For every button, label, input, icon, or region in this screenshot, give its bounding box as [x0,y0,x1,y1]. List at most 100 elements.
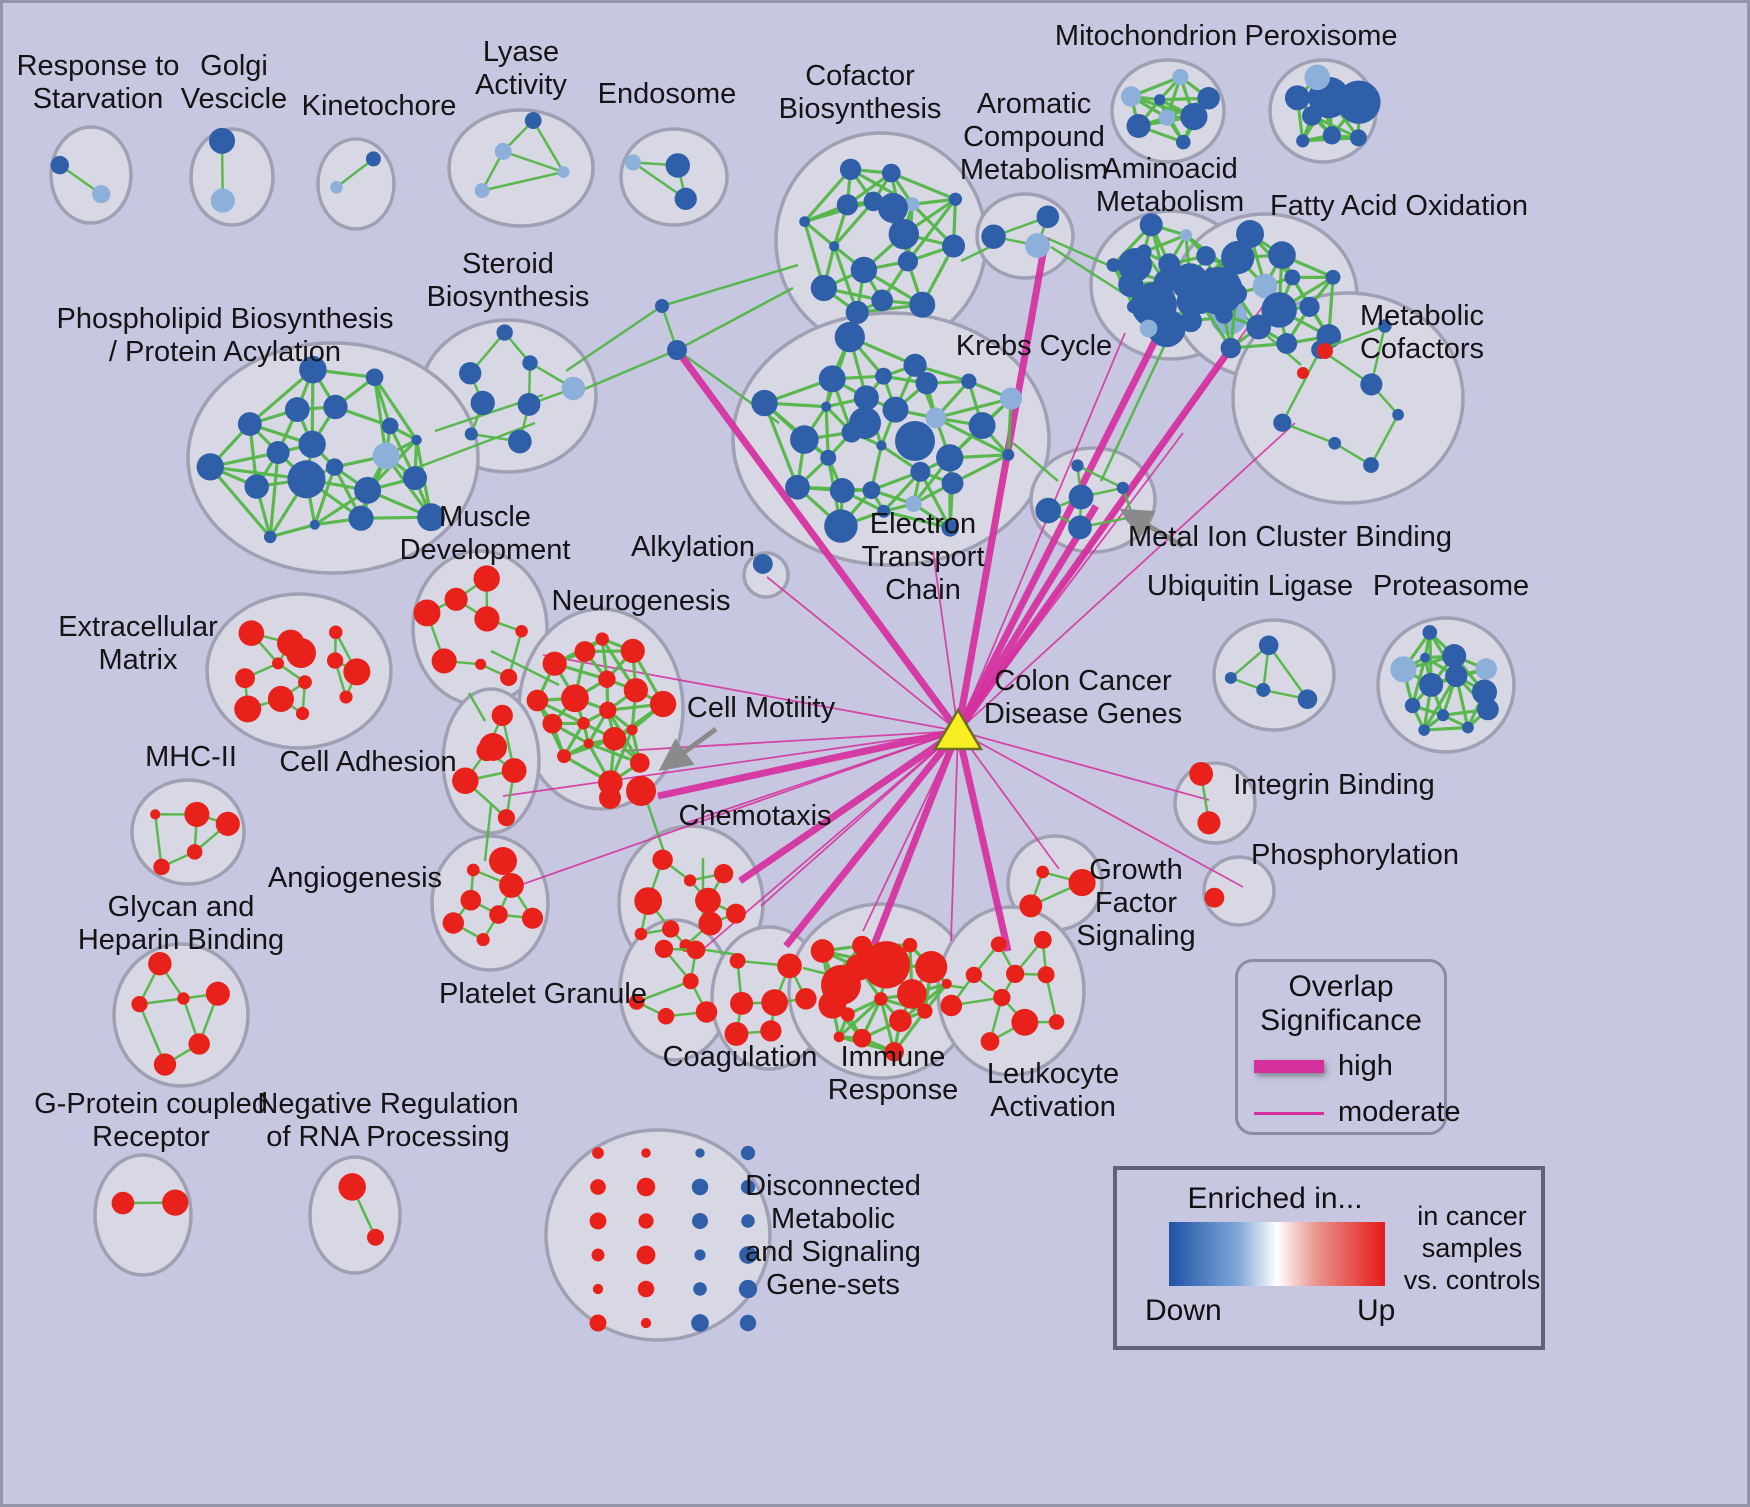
gene-set-node [1328,436,1342,450]
gene-set-node [915,951,948,984]
gene-set-node [730,991,754,1015]
gene-set-node [1197,811,1221,835]
intra-cluster-edge [763,402,800,488]
network-angiogenesis [442,847,544,947]
gene-set-node [638,1213,654,1229]
network-mhc-ii [150,801,240,876]
cluster-g-protein-coupled-receptor [93,1153,193,1277]
gene-set-node [271,657,285,670]
gene-set-node [325,458,344,476]
network-ubiquitin-ligase [1224,635,1318,709]
gene-set-node [897,251,919,272]
gene-set-node [188,1033,210,1055]
gene-set-node [936,444,964,472]
gene-set-node [177,992,190,1005]
gene-set-node [1158,253,1181,276]
intra-cluster-edge [918,471,952,529]
gene-set-node [636,1245,656,1265]
gene-set-node [740,1145,756,1161]
gene-set-node [1284,269,1301,286]
label-cell-motility: Cell Motility [687,692,836,724]
overlap-edge-high [954,236,1050,732]
gene-set-node [1420,652,1431,663]
cluster-glycan-heparin-binding [112,942,250,1088]
gene-set-node [739,1314,757,1332]
gene-set-node [210,188,235,213]
gene-set-node [1195,267,1243,315]
inter-cluster-edge [402,421,536,475]
gene-set-node [1273,413,1292,432]
gene-set-node [452,767,479,795]
gene-set-node [941,519,959,537]
label-coagulation: Coagulation [663,1041,818,1073]
gene-set-node [741,1214,755,1228]
gene-set-node [968,412,996,440]
inter-cluster-edge [676,286,794,352]
gene-set-node [1172,68,1189,86]
gene-set-node [367,1228,385,1246]
gene-set-node [1126,299,1141,314]
overlap-edge-moderate [932,550,959,732]
gene-set-node [1258,635,1279,656]
network-glycan-heparin-binding [131,951,230,1076]
overlap-edge-moderate [862,730,959,932]
gene-set-node [524,112,542,129]
gene-set-node [326,652,344,669]
legend-overlap-title-line1: Overlap [1288,970,1394,1003]
network-coagulation [724,952,817,1046]
gene-set-node [1337,80,1381,124]
gene-set-node [354,476,382,504]
gene-set-node [131,996,148,1013]
gene-set-node [990,936,1007,953]
label-mhc-ii: MHC-II [145,741,237,773]
metal-ion-pointer [1119,508,1185,549]
gene-set-node [328,625,343,640]
gene-set-node [1179,309,1202,333]
gene-set-node [1317,343,1333,359]
gene-set-node [365,151,381,167]
gene-set-node [634,887,663,915]
gene-set-node [299,355,327,384]
overlap-edge-moderate [760,730,959,907]
cluster-phospholipid-biosynthesis [186,341,480,575]
label-phosphorylation: Phosphorylation [1251,839,1459,871]
gene-set-node [836,194,858,216]
gene-set-node [348,505,374,531]
network-alkylation [752,553,773,574]
gene-set-node [517,392,541,416]
network-fatty-acid-oxidation [1190,220,1342,359]
gene-set-node [1126,113,1151,138]
gene-set-node [1147,308,1186,348]
gene-set-node [655,299,669,313]
label-alkylation: Alkylation [631,531,755,563]
label-ubiquitin-ligase: Ubiquitin Ligase [1147,570,1353,602]
label-kinetochore: Kinetochore [302,90,457,122]
gene-set-node [905,197,920,212]
gene-set-node [878,193,908,223]
overlap-significance-edges [502,236,1296,957]
gene-set-node [1139,319,1158,338]
gene-set-node [691,1178,709,1196]
gene-set-node [1220,337,1241,359]
gene-set-node [853,385,879,411]
network-proteasome [1390,625,1499,736]
gene-set-node [1019,894,1043,918]
gene-set-node [1071,459,1084,472]
network-cofactor-biosynthesis [799,158,966,325]
gene-set-node [674,187,697,210]
gene-set-node [500,668,518,687]
gene-set-node [1246,314,1272,340]
gene-set-node [881,163,901,183]
intra-cluster-edge [209,465,272,538]
overlap-edge-moderate [957,305,1264,732]
gene-set-node [1011,1008,1039,1036]
legend-overlap-title: Overlap Significance [1238,970,1444,1038]
label-chemotaxis: Chemotaxis [678,800,831,832]
intra-cluster-edge [1320,324,1386,351]
gene-set-node [665,153,691,178]
gene-set-node [824,509,858,543]
network-cell-adhesion [452,704,527,827]
